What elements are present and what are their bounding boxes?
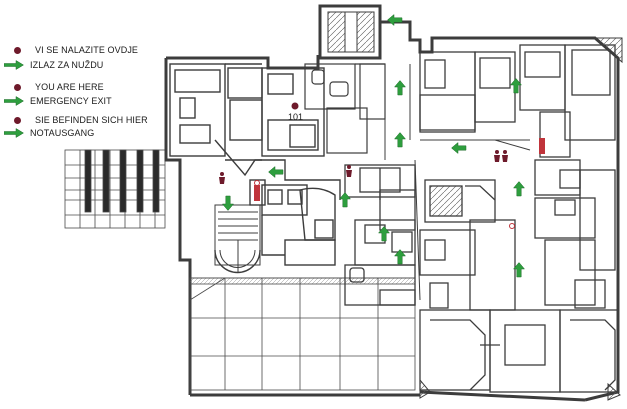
stair-tower xyxy=(327,11,375,53)
exit-arrow-icon xyxy=(338,192,352,208)
legend-exit-en: EMERGENCY EXIT xyxy=(4,96,112,106)
person-icon xyxy=(219,172,225,184)
person-icon xyxy=(346,165,352,177)
room-number-label: 101 xyxy=(288,112,304,122)
person-icon xyxy=(502,150,508,162)
exit-arrow-icon xyxy=(4,96,24,106)
you-are-here-marker xyxy=(291,102,299,110)
extinguishers xyxy=(254,138,545,201)
legend-here-hr: VI SE NALAZITE OVDJE xyxy=(12,45,138,55)
exit-arrow-icon xyxy=(393,80,407,96)
person-icons xyxy=(219,150,508,184)
pergola xyxy=(64,149,166,229)
exit-arrow-icon xyxy=(268,165,284,179)
you-are-here-dot xyxy=(14,83,21,91)
exit-arrow-icon xyxy=(4,60,24,70)
exit-arrow-icon xyxy=(393,249,407,265)
service-block xyxy=(344,164,416,306)
legend-here-text: YOU ARE HERE xyxy=(35,82,104,92)
you-are-here-dot xyxy=(14,116,21,124)
exit-arrow-icon xyxy=(221,195,235,211)
exit-arrow-icon xyxy=(509,78,523,94)
legend-exit-text: NOTAUSGANG xyxy=(30,128,95,138)
exit-arrow-icon xyxy=(451,141,467,155)
exit-arrow-icon xyxy=(4,128,24,138)
extinguisher-icon xyxy=(254,185,260,201)
west-rooms xyxy=(169,63,325,161)
exit-arrow-icon xyxy=(387,13,403,27)
markers xyxy=(254,180,515,229)
corridor-walls xyxy=(384,64,531,301)
main-staircase xyxy=(214,204,261,274)
east-wing xyxy=(419,37,619,393)
lower-terrace xyxy=(189,277,416,391)
outer-walls xyxy=(164,4,620,402)
exit-arrow-icon xyxy=(377,226,391,242)
legend-exit-text: IZLAZ ZA NUŽDU xyxy=(30,60,104,70)
bathroom-block xyxy=(304,63,386,154)
legend-here-de: SIE BEFINDEN SICH HIER xyxy=(12,115,148,125)
legend-here-text: VI SE NALAZITE OVDJE xyxy=(35,45,139,55)
legend-here-text: SIE BEFINDEN SICH HIER xyxy=(35,115,148,125)
exit-arrow-icon xyxy=(512,181,526,197)
exit-arrow-icon xyxy=(393,132,407,148)
exit-arrows xyxy=(221,13,526,278)
exit-arrow-icon xyxy=(512,262,526,278)
extinguisher-icon xyxy=(539,138,545,154)
legend-exit-de: NOTAUSGANG xyxy=(4,128,94,138)
legend-here-en: YOU ARE HERE xyxy=(12,82,104,92)
legend-exit-text: EMERGENCY EXIT xyxy=(30,96,112,106)
person-icon xyxy=(494,150,500,162)
central-lobby xyxy=(214,139,341,266)
legend-exit-hr: IZLAZ ZA NUŽDU xyxy=(4,60,103,70)
ne-corner xyxy=(419,37,623,401)
you-are-here-dot xyxy=(14,46,21,54)
